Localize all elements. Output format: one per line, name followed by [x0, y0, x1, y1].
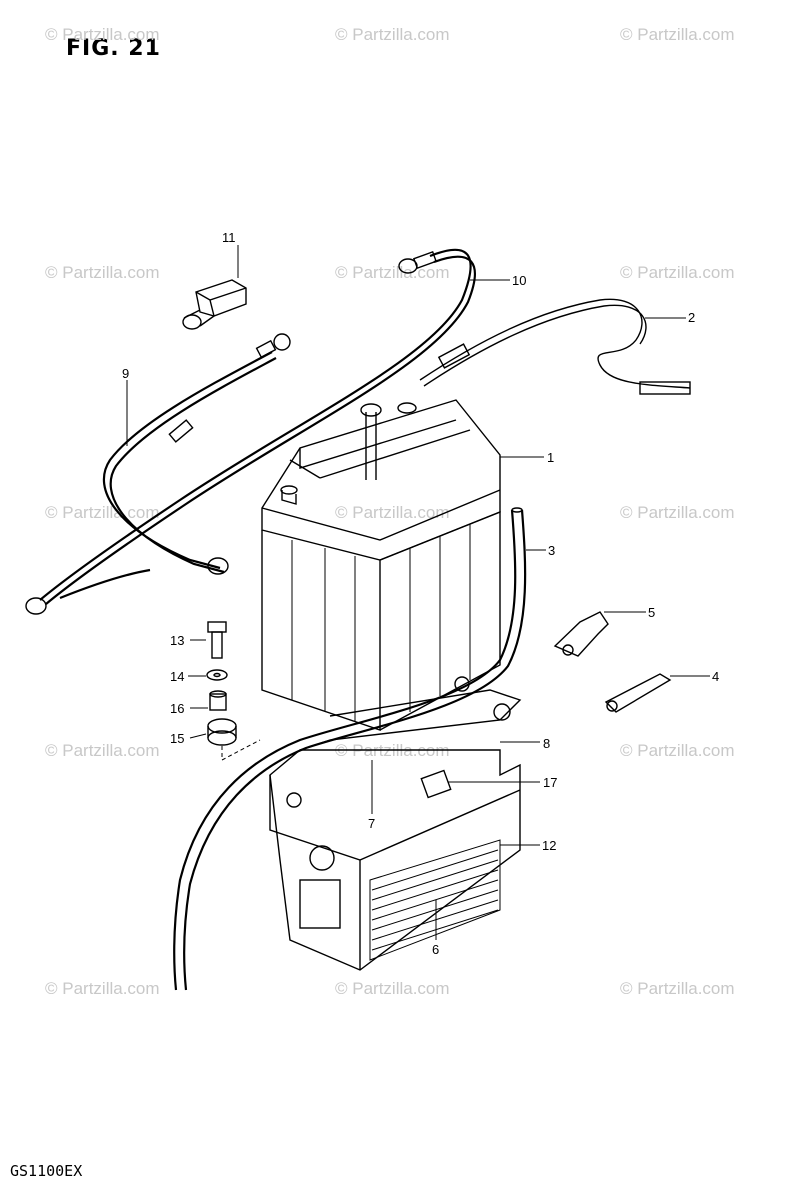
spacer-block[interactable] — [420, 769, 452, 799]
callout-14: 14 — [170, 669, 184, 684]
bolt[interactable] — [207, 621, 227, 659]
callout-4: 4 — [712, 669, 719, 684]
watermark: © Partzilla.com — [620, 263, 735, 282]
strap-bracket[interactable] — [604, 673, 672, 713]
callout-9: 9 — [122, 366, 129, 381]
watermark: © Partzilla.com — [335, 263, 450, 282]
battery-case[interactable] — [269, 676, 522, 971]
washer[interactable] — [206, 669, 228, 681]
callout-15: 15 — [170, 731, 184, 746]
figure-title: FIG. 21 — [66, 36, 161, 61]
watermark: © Partzilla.com — [335, 979, 450, 998]
cushion[interactable] — [207, 718, 237, 746]
battery[interactable] — [261, 399, 501, 731]
callout-17: 17 — [543, 775, 557, 790]
callout-2: 2 — [688, 310, 695, 325]
terminal-cover[interactable] — [182, 279, 247, 330]
watermark: © Partzilla.com — [45, 741, 160, 760]
watermark: © Partzilla.com — [620, 979, 735, 998]
watermark: © Partzilla.com — [335, 503, 450, 522]
watermark: © Partzilla.com — [45, 25, 160, 44]
callout-11: 11 — [222, 230, 236, 245]
callout-5: 5 — [648, 605, 655, 620]
callout-7: 7 — [368, 816, 375, 831]
watermarks: © Partzilla.com © Partzilla.com © Partzi… — [45, 25, 735, 998]
watermark: © Partzilla.com — [620, 741, 735, 760]
watermark: © Partzilla.com — [45, 979, 160, 998]
callout-10: 10 — [512, 273, 526, 288]
callout-1: 1 — [547, 450, 554, 465]
hose-clamp[interactable] — [553, 611, 609, 657]
watermark: © Partzilla.com — [45, 503, 160, 522]
leader-lines — [126, 245, 710, 940]
watermark: © Partzilla.com — [620, 503, 735, 522]
callout-8: 8 — [543, 736, 550, 751]
callout-12: 12 — [542, 838, 556, 853]
watermark: © Partzilla.com — [620, 25, 735, 44]
callout-13: 13 — [170, 633, 184, 648]
callouts: 1 2 3 4 5 6 7 8 9 10 11 12 13 14 15 16 1… — [122, 230, 719, 957]
collar[interactable] — [209, 690, 227, 711]
ground-lead-cable[interactable] — [25, 333, 291, 615]
sensor-cable[interactable] — [419, 298, 691, 395]
callout-6: 6 — [432, 942, 439, 957]
model-code: GS1100EX — [10, 1162, 83, 1180]
assembly-line — [221, 739, 261, 761]
callout-3: 3 — [548, 543, 555, 558]
battery-lead-cable[interactable] — [39, 248, 476, 605]
callout-16: 16 — [170, 701, 184, 716]
watermark: © Partzilla.com — [45, 263, 160, 282]
watermark: © Partzilla.com — [335, 25, 450, 44]
